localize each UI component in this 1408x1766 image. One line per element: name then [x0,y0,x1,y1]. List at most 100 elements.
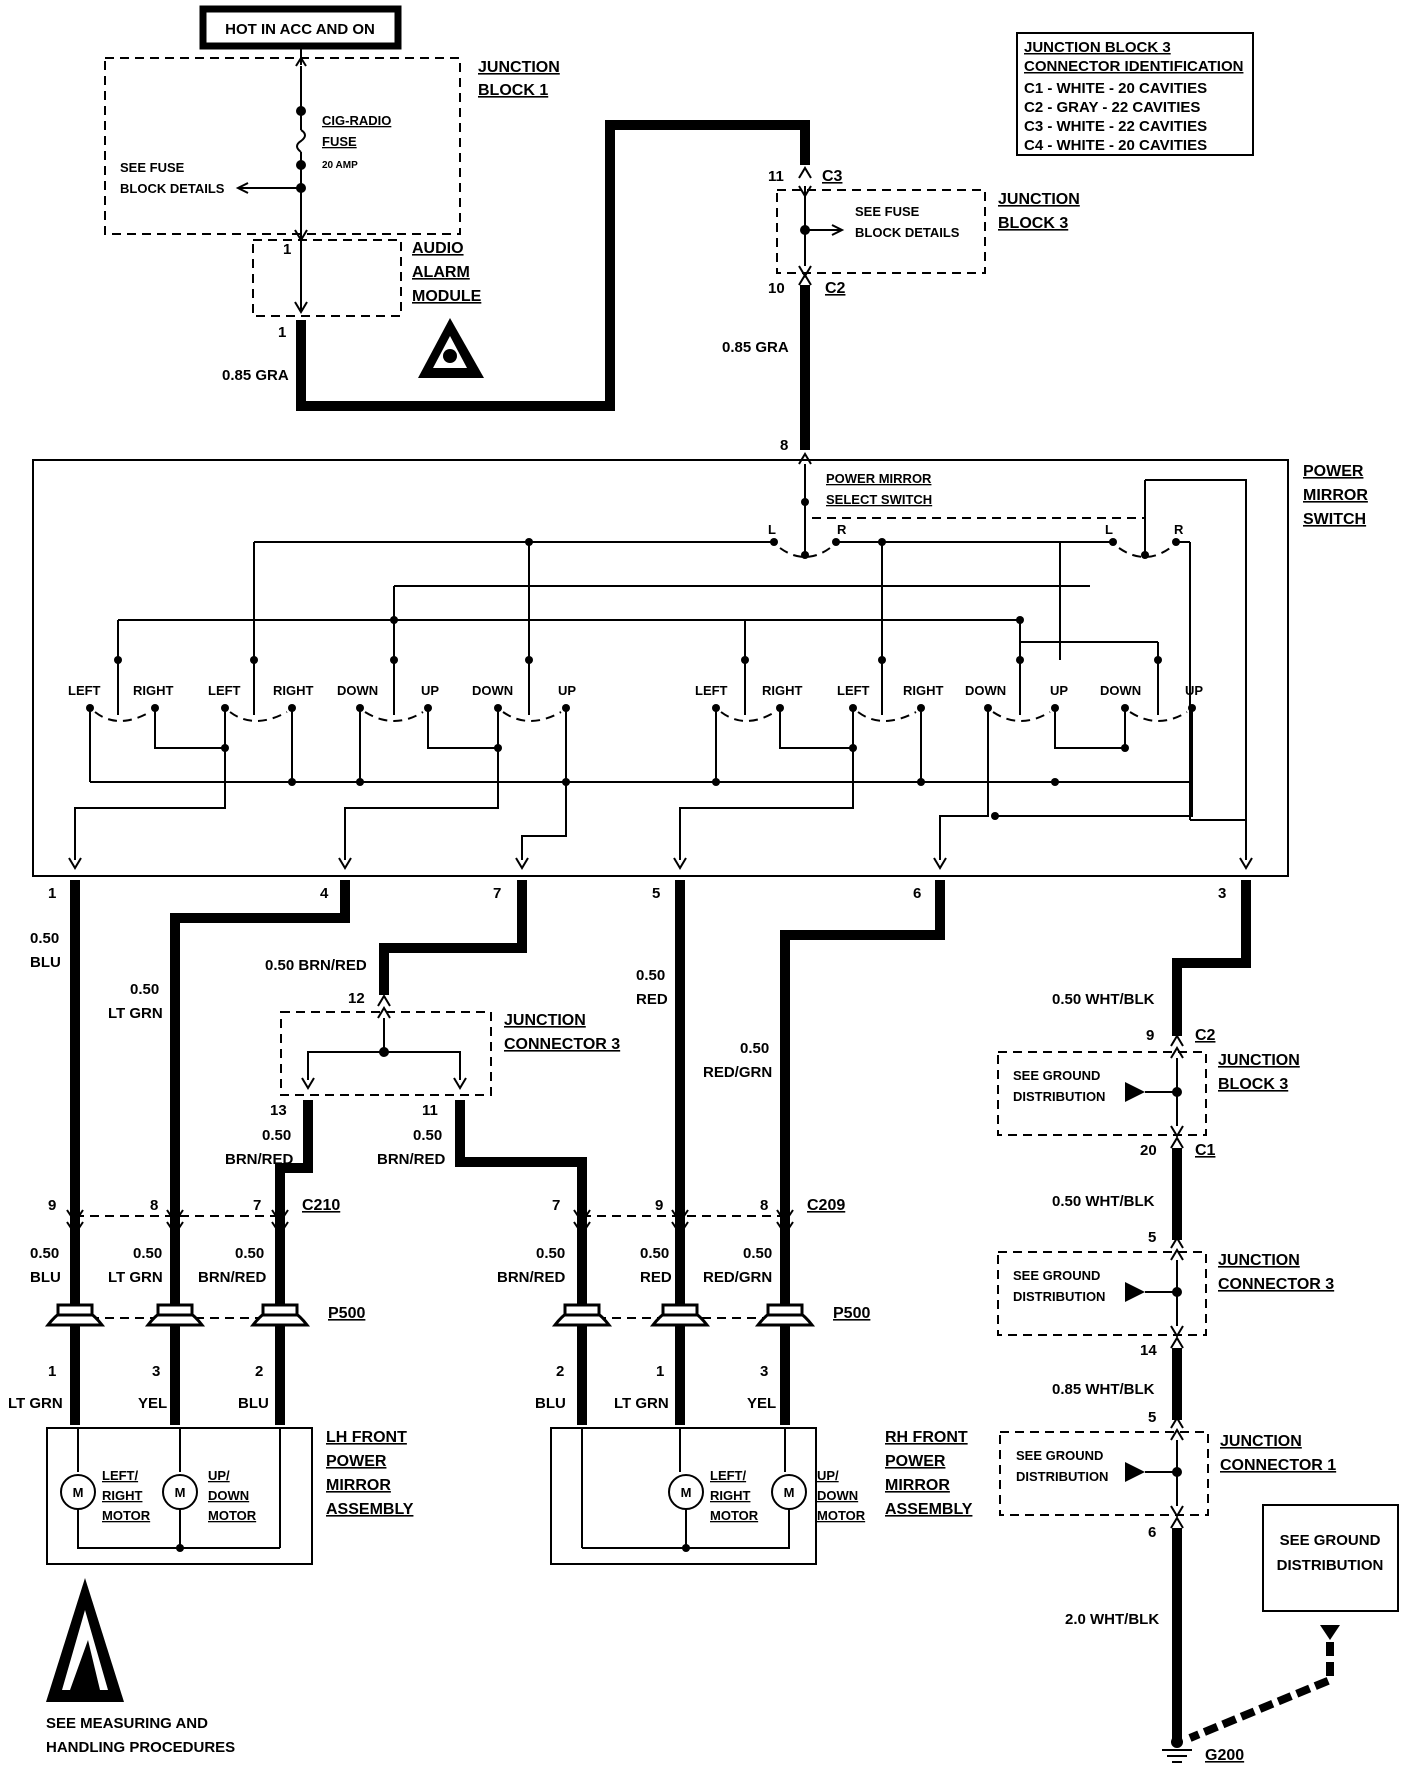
svg-text:11: 11 [422,1102,438,1119]
svg-text:M: M [175,1485,186,1500]
svg-text:0.85 GRA: 0.85 GRA [722,339,789,356]
svg-text:0.50: 0.50 [133,1245,162,1262]
svg-text:MOTOR: MOTOR [102,1508,151,1523]
svg-text:BLOCK 3: BLOCK 3 [998,215,1068,232]
svg-text:M: M [73,1485,84,1500]
svg-text:POWER: POWER [885,1453,946,1470]
svg-text:JUNCTION: JUNCTION [1220,1433,1302,1450]
svg-text:CONNECTOR 1: CONNECTOR 1 [1220,1457,1336,1474]
svg-text:JUNCTION BLOCK 3: JUNCTION BLOCK 3 [1024,39,1171,56]
junction-connector-3-mid: JUNCTION CONNECTOR 3 12 13 11 [270,990,620,1119]
svg-text:JUNCTION: JUNCTION [998,191,1080,208]
svg-text:ASSEMBLY: ASSEMBLY [326,1501,414,1518]
ground-reference-arrow-icon [1320,1625,1340,1640]
svg-text:MIRROR: MIRROR [885,1477,950,1494]
power-source-label: HOT IN ACC AND ON [199,5,402,50]
svg-text:11: 11 [768,168,784,185]
svg-text:RIGHT: RIGHT [133,683,174,698]
svg-text:6: 6 [913,885,921,902]
svg-text:MOTOR: MOTOR [710,1508,759,1523]
svg-text:0.50: 0.50 [30,1245,59,1262]
connector-id-table: JUNCTION BLOCK 3 CONNECTOR IDENTIFICATIO… [1016,32,1254,156]
svg-text:JUNCTION: JUNCTION [1218,1252,1300,1269]
wire-050-lt-grn [170,880,350,1425]
svg-text:0.85 GRA: 0.85 GRA [222,367,289,384]
svg-text:DISTRIBUTION: DISTRIBUTION [1277,1557,1384,1574]
svg-text:SWITCH: SWITCH [1303,511,1366,528]
svg-text:MIRROR: MIRROR [1303,487,1368,504]
junction-block-3-top: JUNCTION BLOCK 3 11 C3 SEE FUSE BLOCK DE… [768,166,1080,297]
svg-text:POWER: POWER [326,1453,387,1470]
svg-text:BLU: BLU [238,1395,269,1412]
svg-text:5: 5 [652,885,660,902]
svg-text:0.50: 0.50 [262,1127,291,1144]
svg-text:C210: C210 [302,1197,340,1214]
svg-text:0.50: 0.50 [640,1245,669,1262]
svg-text:SEE GROUND: SEE GROUND [1016,1448,1103,1463]
svg-text:CONNECTOR 3: CONNECTOR 3 [1218,1276,1334,1293]
junction-block-1: JUNCTION BLOCK 1 CIG-RADIO FUSE 20 AMP S… [104,46,560,250]
svg-text:C1: C1 [1195,1142,1216,1159]
svg-text:7: 7 [552,1197,560,1214]
svg-text:BLOCK DETAILS: BLOCK DETAILS [855,225,960,240]
svg-text:1: 1 [278,324,286,341]
svg-text:RIGHT: RIGHT [273,683,314,698]
ground-junction-connector-1: 5 JUNCTION CONNECTOR 1 SEE GROUND DISTRI… [999,1409,1336,1541]
svg-text:LH FRONT: LH FRONT [326,1429,407,1446]
svg-text:SEE FUSE: SEE FUSE [120,160,185,175]
svg-text:UP: UP [421,683,439,698]
esd-warning-icon-small [418,318,484,378]
svg-text:DOWN: DOWN [337,683,378,698]
svg-text:C3 - WHITE - 22 CAVITIES: C3 - WHITE - 22 CAVITIES [1024,118,1207,135]
svg-text:2: 2 [255,1363,263,1380]
svg-text:LT GRN: LT GRN [108,1269,163,1286]
svg-text:C209: C209 [807,1197,845,1214]
svg-text:SEE FUSE: SEE FUSE [855,204,920,219]
svg-text:BLU: BLU [30,1269,61,1286]
svg-text:RED/GRN: RED/GRN [703,1064,772,1081]
svg-text:3: 3 [760,1363,768,1380]
svg-text:20: 20 [1140,1142,1157,1159]
p500-left: P500 1 3 2 LT GRN YEL BLU [8,1303,365,1412]
svg-text:RIGHT: RIGHT [102,1488,143,1503]
svg-text:0.50: 0.50 [636,967,665,984]
svg-text:L: L [1105,522,1113,537]
ground-g200-icon [1162,1736,1192,1763]
rh-switch-contacts: LEFT RIGHT LEFT RIGHT DOWN UP DOWN UP [695,656,1203,722]
svg-text:LEFT: LEFT [208,683,241,698]
svg-text:YEL: YEL [747,1395,776,1412]
svg-text:1: 1 [656,1363,664,1380]
svg-text:0.85 WHT/BLK: 0.85 WHT/BLK [1052,1381,1155,1398]
svg-text:FUSE: FUSE [322,134,357,149]
svg-text:0.50: 0.50 [743,1245,772,1262]
svg-text:0.50 WHT/BLK: 0.50 WHT/BLK [1052,1193,1155,1210]
svg-text:SEE GROUND: SEE GROUND [1280,1532,1381,1549]
svg-text:DOWN: DOWN [965,683,1006,698]
svg-text:4: 4 [320,885,329,902]
svg-text:7: 7 [253,1197,261,1214]
svg-text:AUDIO: AUDIO [412,240,464,257]
svg-text:0.50: 0.50 [30,930,59,947]
svg-text:LEFT/: LEFT/ [710,1468,746,1483]
svg-text:LT GRN: LT GRN [614,1395,669,1412]
lh-switch-contacts: LEFT RIGHT LEFT RIGHT DOWN UP DOWN UP [68,656,576,722]
svg-text:C4 - WHITE - 20 CAVITIES: C4 - WHITE - 20 CAVITIES [1024,137,1207,154]
svg-text:0.50: 0.50 [235,1245,264,1262]
svg-text:HOT IN ACC AND ON: HOT IN ACC AND ON [225,21,375,38]
svg-text:BRN/RED: BRN/RED [497,1269,566,1286]
svg-text:DISTRIBUTION: DISTRIBUTION [1013,1089,1105,1104]
svg-text:UP/: UP/ [817,1468,839,1483]
rh-front-power-mirror-assembly: RH FRONT POWER MIRROR ASSEMBLY M M LEFT/… [550,1427,973,1565]
svg-text:CONNECTOR 3: CONNECTOR 3 [504,1036,620,1053]
svg-text:MIRROR: MIRROR [326,1477,391,1494]
audio-alarm-module: 1 AUDIO ALARM MODULE 1 [252,229,482,341]
svg-text:LEFT: LEFT [68,683,101,698]
svg-text:UP: UP [558,683,576,698]
svg-text:8: 8 [780,437,788,454]
svg-text:UP: UP [1185,683,1203,698]
svg-text:DOWN: DOWN [208,1488,249,1503]
ground-junction-block-3: 9 C2 JUNCTION BLOCK 3 SEE GROUND DISTRIB… [997,1027,1300,1159]
svg-text:CIG-RADIO: CIG-RADIO [322,113,391,128]
lh-front-power-mirror-assembly: LH FRONT POWER MIRROR ASSEMBLY M M LEFT/… [46,1427,414,1565]
svg-text:0.50: 0.50 [536,1245,565,1262]
